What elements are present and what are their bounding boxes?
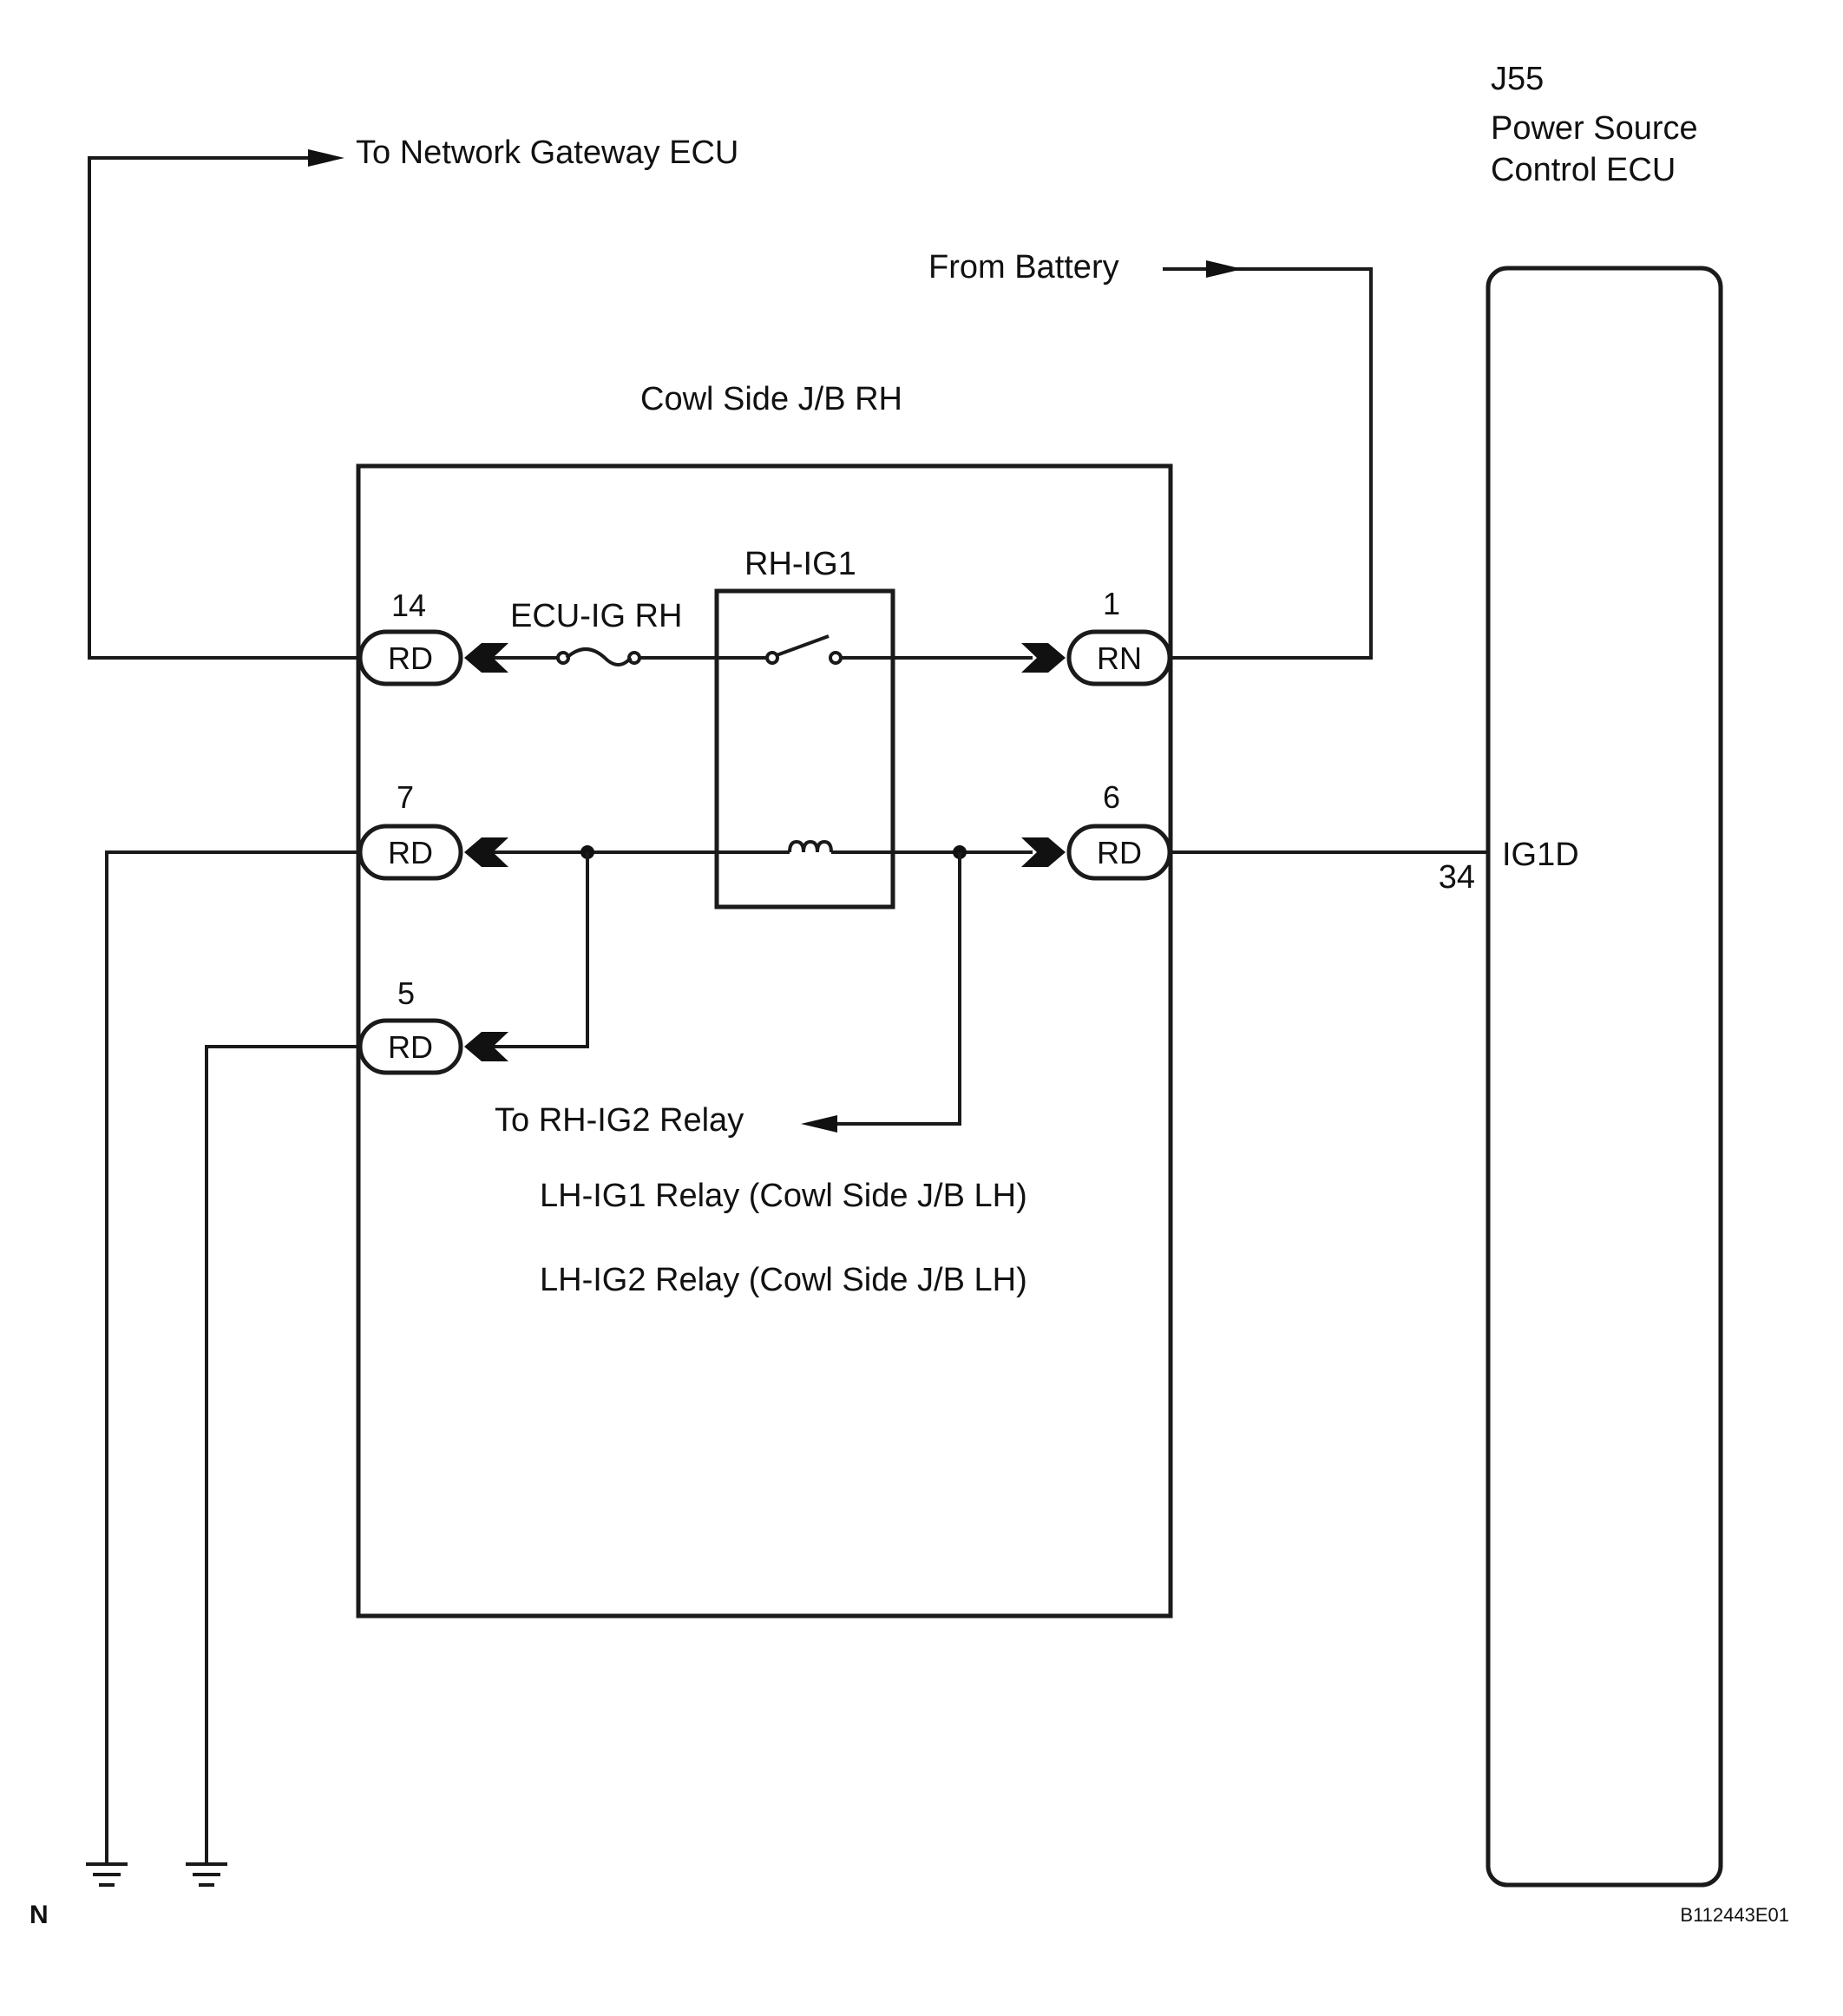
connector-code: RD (1097, 835, 1142, 870)
pin-number: 6 (1103, 779, 1120, 815)
reference-code: B112443E01 (1680, 1904, 1789, 1926)
fuse-terminal-right (627, 651, 641, 665)
relay-name-label: RH-IG1 (744, 546, 856, 582)
ground-symbol-2 (186, 1862, 227, 1887)
switch-terminal-left (765, 651, 779, 665)
fuse-symbol (565, 647, 633, 667)
relay-box-outline (714, 588, 895, 909)
arrow-to-network-gateway (308, 149, 344, 167)
wire-from-battery (1163, 267, 1373, 660)
wire-to-network-gateway (88, 156, 360, 660)
ground-symbol-1 (86, 1862, 128, 1887)
connector-pin-14: RD 14 (357, 588, 508, 686)
ecu-outline (1486, 266, 1723, 1888)
pin-number: 14 (391, 588, 426, 623)
ecu-code: J55 (1491, 61, 1544, 97)
connector-pin-6: RD 6 (1021, 779, 1172, 881)
ecu-name-line2: Control ECU (1491, 152, 1676, 188)
relay-switch-blade (776, 634, 830, 657)
pin-number: 5 (397, 975, 415, 1011)
footer-mark: N (30, 1901, 49, 1929)
ecu-pin-number: 34 (1439, 859, 1475, 896)
fuse-terminal-left (556, 651, 570, 665)
wire-to-rh-ig2 (837, 852, 961, 1126)
ecu-name-line1: Power Source (1491, 110, 1698, 147)
connector-pin-1: RN 1 (1021, 586, 1172, 686)
pin-number: 1 (1103, 586, 1120, 621)
to-rh-ig2-label: To RH-IG2 Relay (495, 1102, 744, 1139)
connector-code: RD (388, 640, 433, 676)
lh-ig1-label: LH-IG1 Relay (Cowl Side J/B LH) (540, 1178, 1027, 1214)
from-battery-label: From Battery (928, 249, 1119, 286)
junction-block-title: Cowl Side J/B RH (640, 381, 902, 417)
fuse-name-label: ECU-IG RH (510, 598, 682, 634)
ecu-pin-name: IG1D (1502, 837, 1579, 873)
connector-pin-5: RD 5 (357, 975, 508, 1075)
relay-coil-symbol (788, 839, 833, 853)
wire-pin7-ground (105, 850, 360, 1864)
connector-pin-7: RD 7 (357, 779, 508, 881)
pin-number: 7 (397, 779, 414, 815)
lh-ig2-label: LH-IG2 Relay (Cowl Side J/B LH) (540, 1262, 1027, 1298)
connector-code: RD (388, 1029, 433, 1065)
arrow-to-rh-ig2 (801, 1115, 837, 1133)
connector-code: RN (1097, 640, 1142, 676)
arrow-from-battery (1206, 260, 1243, 278)
network-gateway-label: To Network Gateway ECU (356, 135, 738, 171)
junction-block-outline (356, 463, 1173, 1619)
connector-code: RD (388, 835, 433, 870)
wire-junction-pin5 (486, 852, 589, 1048)
wire-pin5-ground (205, 1045, 360, 1864)
switch-terminal-right (829, 651, 843, 665)
